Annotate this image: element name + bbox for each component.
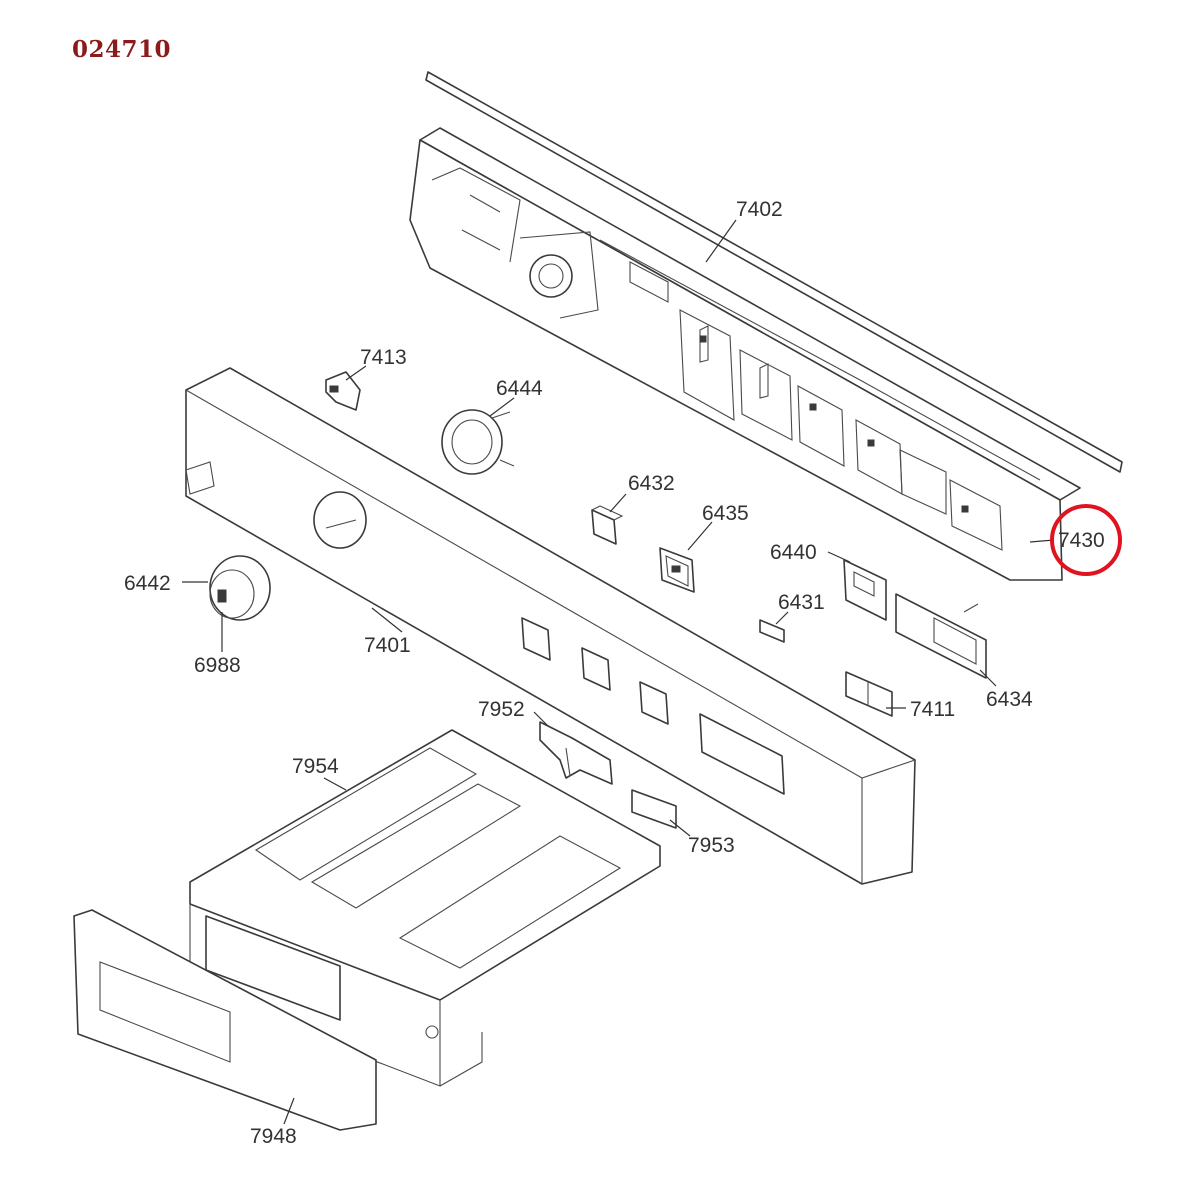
part-7953-cover[interactable] xyxy=(631,789,677,829)
callout-6435: 6435 xyxy=(702,502,749,525)
part-6432-cap[interactable] xyxy=(591,505,624,545)
callout-6431: 6431 xyxy=(778,591,825,614)
part-7411-switch[interactable] xyxy=(845,671,893,717)
part-6435-switch-block[interactable] xyxy=(659,547,695,593)
document-id: 024710 xyxy=(72,36,172,63)
callout-labels: 7402 7413 6444 6432 6435 6440 7430 6442 … xyxy=(124,198,1105,1148)
leader-lines xyxy=(182,219,1055,1125)
part-7401-control-panel[interactable] xyxy=(185,367,916,885)
callout-7952: 7952 xyxy=(478,698,525,721)
callout-6440: 6440 xyxy=(770,541,817,564)
part-7954-drawer-body[interactable] xyxy=(189,729,661,1087)
part-6442-knob[interactable] xyxy=(209,555,271,621)
callout-7430: 7430 xyxy=(1058,529,1105,552)
part-7948-drawer-front[interactable] xyxy=(73,909,377,1131)
callout-6442: 6442 xyxy=(124,572,171,595)
part-6444-knob-ring[interactable] xyxy=(441,409,515,475)
callout-6988: 6988 xyxy=(194,654,241,677)
callout-7413: 7413 xyxy=(360,346,407,369)
callout-6434: 6434 xyxy=(986,688,1033,711)
callout-7401: 7401 xyxy=(364,634,411,657)
callout-6432: 6432 xyxy=(628,472,675,495)
part-7402-strip[interactable] xyxy=(425,71,1123,473)
callout-7402: 7402 xyxy=(736,198,783,221)
part-6431-button[interactable] xyxy=(759,619,785,643)
part-6434-display-window[interactable] xyxy=(895,593,987,679)
callout-6444: 6444 xyxy=(496,377,543,400)
part-7413-clip[interactable] xyxy=(325,371,361,411)
part-6440-plate[interactable] xyxy=(843,559,887,621)
callout-7954: 7954 xyxy=(292,755,339,778)
callout-7953: 7953 xyxy=(688,834,735,857)
part-7430-control-board[interactable] xyxy=(409,127,1081,581)
callout-7948: 7948 xyxy=(250,1125,297,1148)
callout-7411: 7411 xyxy=(910,698,955,721)
part-7952-siphon[interactable] xyxy=(539,721,613,785)
highlight-circle-7430 xyxy=(1050,504,1122,576)
